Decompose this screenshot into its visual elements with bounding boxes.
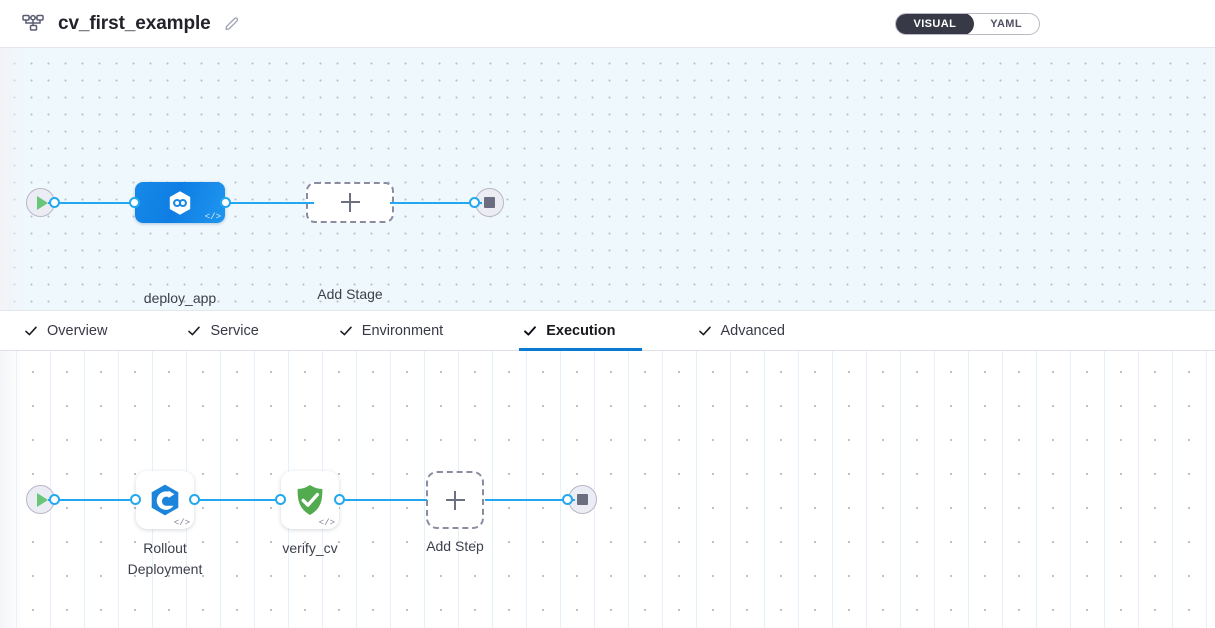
execution-canvas[interactable]: </> Rollout Deployment </> verify_cv Add…: [0, 351, 1215, 628]
deployment-hexagon-icon: [169, 190, 191, 215]
start-node[interactable]: [26, 485, 60, 514]
end-node-input-port[interactable]: [562, 494, 573, 505]
pipeline-flow-icon: [22, 13, 44, 35]
connector-deploy-to-addstage: [222, 202, 314, 205]
start-node-output-port[interactable]: [49, 494, 60, 505]
stage-canvas[interactable]: </> deploy_app Add Stage: [0, 48, 1215, 310]
plus-icon: [445, 490, 465, 510]
page-title: cv_first_example: [58, 12, 211, 34]
check-icon: [698, 326, 711, 335]
add-step-node[interactable]: Add Step: [426, 471, 484, 554]
step-output-port[interactable]: [189, 494, 200, 505]
check-icon: [339, 326, 352, 335]
tab-label: Service: [210, 322, 259, 339]
tab-service[interactable]: Service: [183, 311, 282, 350]
tab-label: Execution: [546, 322, 616, 339]
rollout-deployment-icon: [151, 484, 179, 516]
connector-start-to-deploy: [48, 202, 140, 205]
end-node[interactable]: [469, 188, 504, 217]
pencil-edit-icon[interactable]: [223, 15, 241, 33]
toggle-option-visual[interactable]: VISUAL: [896, 14, 975, 34]
toggle-option-yaml[interactable]: YAML: [990, 18, 1022, 30]
connector-start-to-rollout: [48, 499, 138, 502]
app-header: cv_first_example VISUAL YAML: [0, 0, 1215, 48]
tab-label: Overview: [47, 322, 108, 339]
stop-icon: [484, 197, 495, 208]
connector-addstage-to-end: [390, 202, 482, 205]
check-icon: [188, 326, 201, 335]
connector-verify-to-addstep: [341, 499, 427, 502]
step-node-verify-cv[interactable]: </> verify_cv: [275, 471, 345, 556]
tab-execution[interactable]: Execution: [519, 311, 642, 351]
stage-input-port[interactable]: [129, 197, 140, 208]
check-icon: [524, 325, 537, 336]
end-node[interactable]: [562, 485, 597, 514]
step-input-port[interactable]: [130, 494, 141, 505]
play-icon: [36, 492, 48, 507]
step-label-line1: Rollout: [143, 540, 187, 556]
tab-advanced[interactable]: Advanced: [694, 311, 810, 350]
code-marker-icon: </>: [318, 518, 335, 528]
add-stage-label: Add Stage: [317, 286, 383, 302]
view-mode-toggle[interactable]: VISUAL YAML: [895, 13, 1040, 35]
code-marker-icon: </>: [204, 212, 221, 222]
add-step-label: Add Step: [426, 538, 484, 554]
step-label-verify-cv: verify_cv: [282, 540, 338, 556]
stage-node-deploy-app[interactable]: </> deploy_app: [129, 182, 231, 306]
tab-environment[interactable]: Environment: [335, 311, 467, 350]
step-label-rollout-deployment: Rollout Deployment: [105, 538, 225, 580]
play-icon: [36, 195, 48, 210]
end-node-input-port[interactable]: [469, 197, 480, 208]
stage-label-deploy-app: deploy_app: [143, 290, 217, 306]
check-icon: [25, 326, 37, 335]
tab-label: Environment: [361, 322, 444, 339]
step-output-port[interactable]: [334, 494, 345, 505]
step-input-port[interactable]: [275, 494, 286, 505]
green-shield-check-icon: [297, 485, 323, 515]
tab-label: Advanced: [720, 322, 786, 339]
stage-output-port[interactable]: [220, 197, 231, 208]
step-node-rollout-deployment[interactable]: </> Rollout Deployment: [128, 471, 202, 577]
step-label-line2: Deployment: [127, 561, 203, 577]
start-node-output-port[interactable]: [49, 197, 60, 208]
connector-addstep-to-end: [485, 499, 575, 502]
plus-icon: [340, 193, 360, 212]
add-stage-node[interactable]: Add Stage: [306, 182, 394, 302]
start-node[interactable]: [26, 188, 60, 217]
stop-icon: [577, 494, 588, 505]
code-marker-icon: </>: [173, 518, 190, 528]
tab-overview[interactable]: Overview: [20, 311, 131, 350]
connector-rollout-to-verify: [196, 499, 284, 502]
stage-config-tabs[interactable]: Overview Service Environment Execution A…: [0, 310, 1215, 351]
